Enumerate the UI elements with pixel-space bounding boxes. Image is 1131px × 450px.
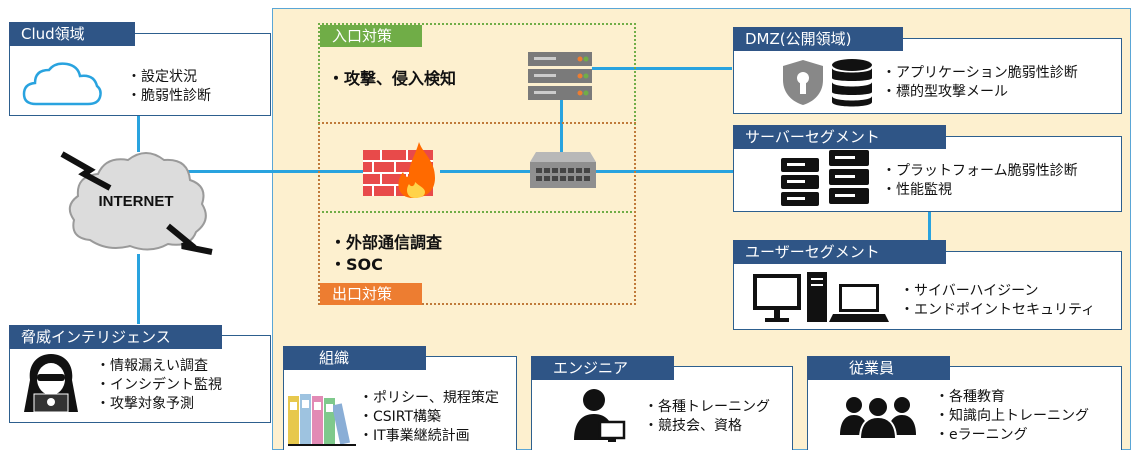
org-item: ・CSIRT構築 <box>359 409 442 425</box>
user-item-list: ・サイバーハイジーン ・エンドポイントセキュリティ <box>900 282 1095 320</box>
server-rack-icon <box>781 150 869 206</box>
engineer-item: ・各種トレーニング <box>644 399 770 415</box>
dmz-item: ・標的型攻撃メール <box>882 84 1008 100</box>
internet-cloud-icon: INTERNET <box>60 151 213 255</box>
server-segment-title: サーバーセグメント <box>733 125 946 149</box>
database-icon <box>832 59 872 107</box>
link-switch-server-seg <box>595 170 733 173</box>
entrance-item-list: ・攻撃、侵入検知 <box>328 68 456 90</box>
user-item: ・サイバーハイジーン <box>900 283 1039 299</box>
exit-title: 出口対策 <box>320 283 422 305</box>
internet-label: INTERNET <box>99 193 174 210</box>
cloud-area-title: Clud領域 <box>9 22 135 46</box>
staff-item-list: ・各種教育 ・知識向上トレーニング ・eラーニング <box>935 388 1089 445</box>
cloud-area-box <box>9 33 271 116</box>
org-item-list: ・ポリシー、規程策定 ・CSIRT構築 ・IT事業継続計画 <box>359 389 499 446</box>
org-item: ・ポリシー、規程策定 <box>359 390 499 406</box>
server-item: ・性能監視 <box>882 182 952 198</box>
organization-title: 組織 <box>283 346 426 370</box>
entrance-title: 入口対策 <box>320 25 422 47</box>
server-icon <box>528 52 592 100</box>
user-item: ・エンドポイントセキュリティ <box>900 302 1096 318</box>
staff-item: ・各種教育 <box>935 389 1005 405</box>
engineer-icon <box>574 389 626 442</box>
cloud-item: ・設定状況 <box>127 69 197 85</box>
link-server-dmz <box>592 67 732 70</box>
link-internet-firewall <box>188 170 363 173</box>
threat-item: ・情報漏えい調査 <box>96 358 208 374</box>
cloud-icon <box>22 62 102 106</box>
cloud-item: ・脆弱性診断 <box>127 88 211 104</box>
exit-item: ・外部通信調査 <box>330 233 443 252</box>
switch-icon <box>530 152 596 188</box>
shield-icon <box>783 60 823 105</box>
server-item: ・プラットフォーム脆弱性診断 <box>882 163 1078 179</box>
server-item-list: ・プラットフォーム脆弱性診断 ・性能監視 <box>882 162 1078 200</box>
hacker-icon <box>24 354 78 413</box>
link-firewall-switch <box>440 170 530 173</box>
entrance-zone <box>318 23 636 213</box>
staff-item: ・知識向上トレーニング <box>935 408 1089 424</box>
threat-item-list: ・情報漏えい調査 ・インシデント監視 ・攻撃対象予測 <box>96 357 222 414</box>
link-switch-server <box>560 100 563 152</box>
engineer-item: ・競技会、資格 <box>644 418 742 434</box>
staff-item: ・eラーニング <box>935 427 1028 443</box>
exit-item-list: ・外部通信調査 ・SOC <box>330 232 442 276</box>
cloud-item-list: ・設定状況 ・脆弱性診断 <box>127 68 211 106</box>
dmz-item: ・アプリケーション脆弱性診断 <box>882 65 1078 81</box>
org-item: ・IT事業継続計画 <box>359 428 470 444</box>
entrance-item: ・攻撃、侵入検知 <box>328 69 457 88</box>
people-group-icon <box>840 396 916 440</box>
binders-icon <box>288 394 356 446</box>
exit-item: ・SOC <box>330 255 383 274</box>
computer-icon <box>753 272 889 322</box>
threat-intel-title: 脅威インテリジェンス <box>9 325 222 349</box>
firewall-icon <box>363 142 435 198</box>
user-segment-title: ユーザーセグメント <box>733 240 946 264</box>
engineer-item-list: ・各種トレーニング ・競技会、資格 <box>644 398 770 436</box>
dmz-item-list: ・アプリケーション脆弱性診断 ・標的型攻撃メール <box>882 64 1078 102</box>
staff-title: 従業員 <box>807 356 950 380</box>
engineer-title: エンジニア <box>531 356 674 380</box>
threat-item: ・インシデント監視 <box>96 377 222 393</box>
dmz-title: DMZ(公開領域) <box>733 27 903 51</box>
link-internet-threat <box>137 254 140 324</box>
exit-zone <box>318 122 636 305</box>
link-server-user <box>928 212 931 240</box>
link-cloud-internet <box>137 116 140 152</box>
threat-item: ・攻撃対象予測 <box>96 396 194 412</box>
